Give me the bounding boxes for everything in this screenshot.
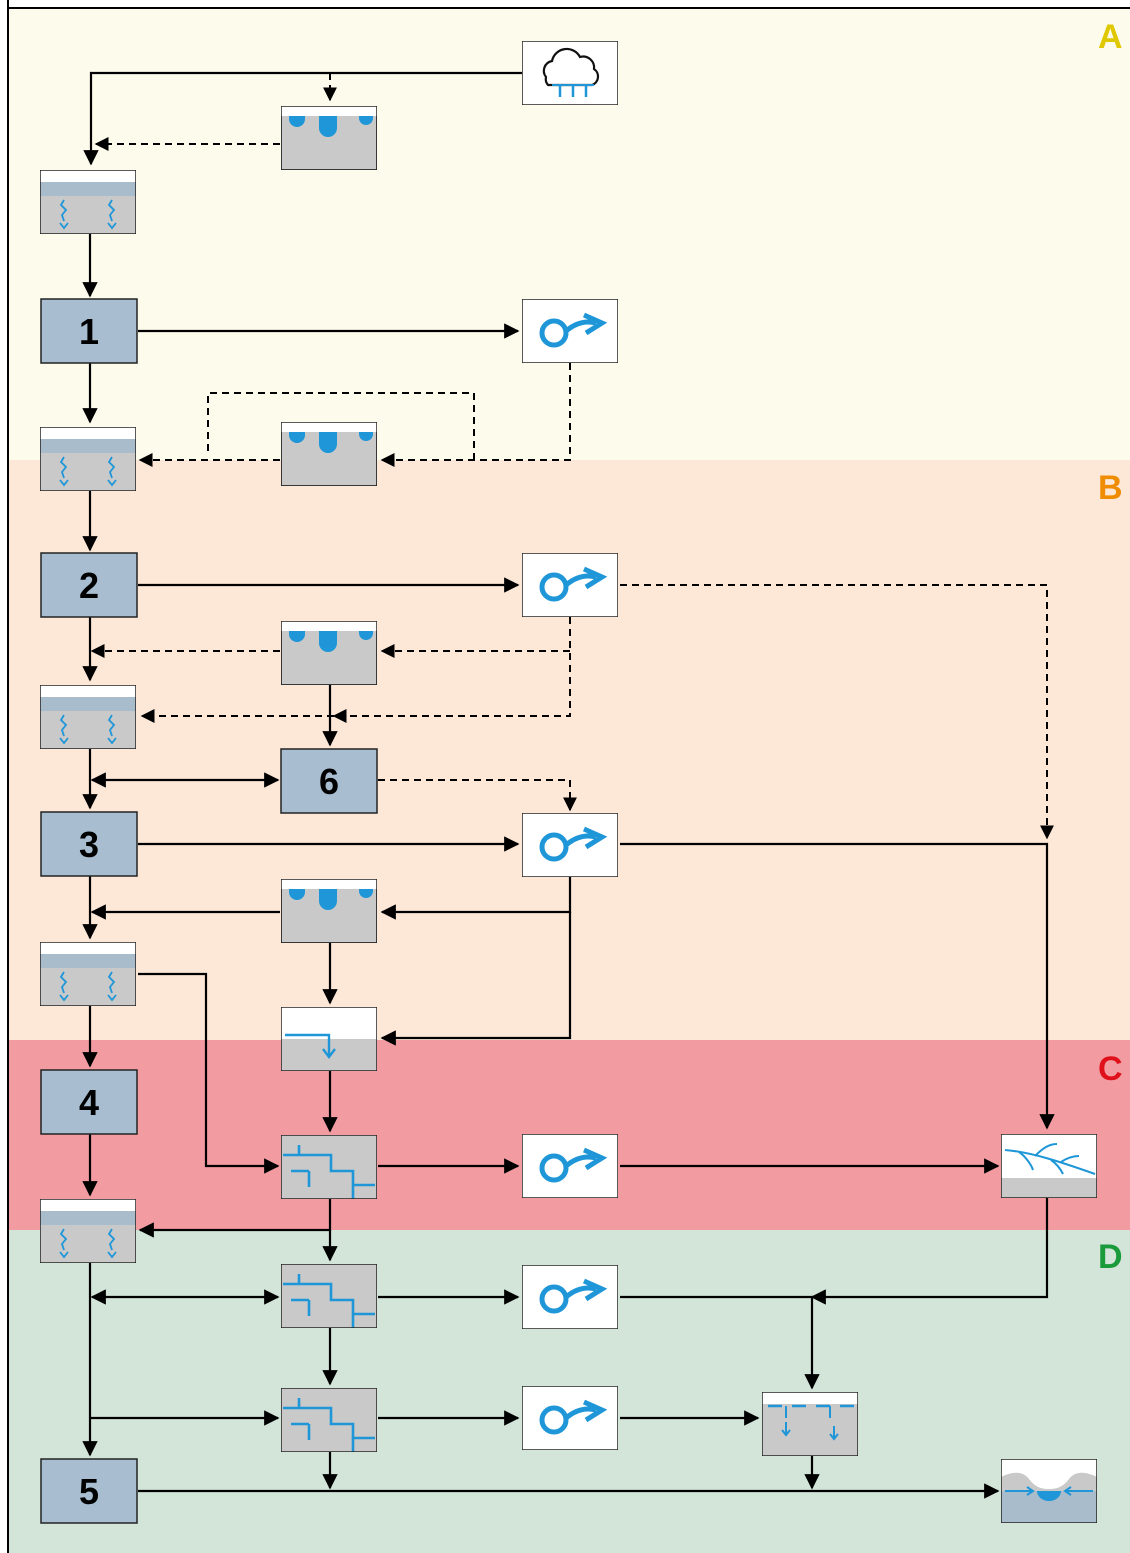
pipe-network-icon — [281, 1135, 377, 1199]
pipe-network-icon — [281, 1264, 377, 1328]
infiltration-soil-icon — [40, 685, 136, 749]
node-1-label: 1 — [79, 311, 99, 352]
infiltration-soil-icon — [40, 942, 136, 1006]
runoff-pump-icon — [522, 1386, 618, 1450]
infiltration-soil-icon — [40, 1199, 136, 1263]
node-5-label: 5 — [79, 1471, 99, 1512]
node-4-label: 4 — [79, 1082, 99, 1123]
node-3-label: 3 — [79, 824, 99, 865]
node-2-label: 2 — [79, 565, 99, 606]
interception-drops-icon — [281, 422, 377, 486]
outlet-pond-icon — [1001, 1459, 1097, 1523]
runoff-pump-icon — [522, 553, 618, 617]
channel-branch-icon — [1001, 1134, 1097, 1198]
percolation-icon — [762, 1392, 858, 1456]
interception-drops-icon — [281, 621, 377, 685]
interception-drops-icon — [281, 106, 377, 170]
runoff-pump-icon — [522, 1134, 618, 1198]
node-1: 1 — [40, 298, 138, 364]
zone-label-c: C — [1098, 1050, 1123, 1088]
pipe-network-icon — [281, 1388, 377, 1452]
zone-label-a: A — [1098, 18, 1123, 56]
runoff-pump-icon — [522, 813, 618, 877]
connectors — [82, 71, 1055, 1499]
storage-tank-icon — [281, 1007, 377, 1071]
infiltration-soil-icon — [40, 427, 136, 491]
runoff-pump-icon — [522, 1265, 618, 1329]
node-3: 3 — [40, 811, 138, 877]
runoff-pump-icon — [522, 299, 618, 363]
rain-cloud-icon — [522, 41, 618, 105]
zone-label-d: D — [1098, 1238, 1123, 1276]
infiltration-soil-icon — [40, 170, 136, 234]
node-6-label: 6 — [319, 761, 339, 802]
zone-label-b: B — [1098, 469, 1123, 507]
interception-drops-icon — [281, 879, 377, 943]
node-6: 6 — [280, 748, 378, 814]
node-4: 4 — [40, 1069, 138, 1135]
node-5: 5 — [40, 1458, 138, 1524]
node-2: 2 — [40, 552, 138, 618]
